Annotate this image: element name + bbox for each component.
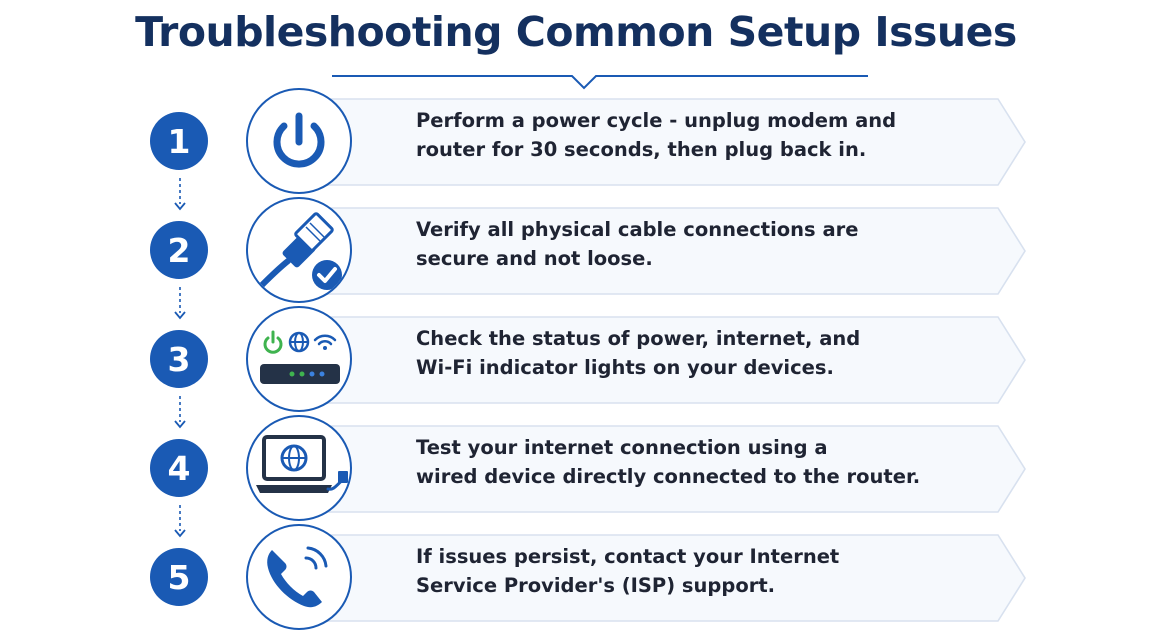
step-text-line: router for 30 seconds, then plug back in… xyxy=(416,138,867,161)
step-text-line: secure and not loose. xyxy=(416,247,653,270)
page-title: Troubleshooting Common Setup Issues xyxy=(135,8,1017,56)
laptop-wired-connection-icon xyxy=(256,435,348,493)
step-icon-circle xyxy=(246,306,352,412)
step-number: 3 xyxy=(150,330,208,388)
step-connector xyxy=(174,505,186,538)
step-connector xyxy=(174,178,186,211)
phone-support-icon xyxy=(267,546,328,608)
step-text-line: Perform a power cycle - unplug modem and xyxy=(416,109,897,132)
step-connector xyxy=(174,287,186,320)
step-icon-circle xyxy=(246,197,352,303)
router-status-lights-icon xyxy=(260,330,340,384)
step-text-line: Wi-Fi indicator lights on your devices. xyxy=(416,356,834,379)
step-4: 4 Test your internet connection using a … xyxy=(0,413,1152,523)
step-text-line: Check the status of power, internet, and xyxy=(416,327,861,350)
wifi-icon xyxy=(313,334,337,350)
ethernet-cable-check-icon xyxy=(259,212,342,290)
step-text: Perform a power cycle - unplug modem and… xyxy=(416,106,956,164)
step-text: Test your internet connection using a wi… xyxy=(416,433,956,491)
step-connector xyxy=(174,396,186,429)
step-text-line: If issues persist, contact your Internet xyxy=(416,545,840,568)
step-text-line: wired device directly connected to the r… xyxy=(416,465,921,488)
step-text: If issues persist, contact your Internet… xyxy=(416,542,956,600)
title-underline xyxy=(332,75,868,90)
step-2: 2 Verify all physical cable connections … xyxy=(0,195,1152,305)
globe-icon xyxy=(280,444,308,472)
step-number: 4 xyxy=(150,439,208,497)
step-icon-circle xyxy=(246,415,352,521)
step-icon-circle xyxy=(246,524,352,630)
step-3: 3 Check the status of power, xyxy=(0,304,1152,414)
step-number: 5 xyxy=(150,548,208,606)
power-icon xyxy=(273,112,325,168)
step-1: 1 Perform a power cycle - unplug modem a… xyxy=(0,86,1152,196)
step-number: 2 xyxy=(150,221,208,279)
power-led-icon xyxy=(263,330,283,354)
step-text-line: Service Provider's (ISP) support. xyxy=(416,574,776,597)
step-number: 1 xyxy=(150,112,208,170)
step-text: Verify all physical cable connections ar… xyxy=(416,215,956,273)
step-icon-circle xyxy=(246,88,352,194)
step-text: Check the status of power, internet, and… xyxy=(416,324,956,382)
globe-icon xyxy=(288,331,310,353)
step-text-line: Test your internet connection using a xyxy=(416,436,828,459)
step-text-line: Verify all physical cable connections ar… xyxy=(416,218,859,241)
step-5: 5 If issues persist, contact your Intern… xyxy=(0,522,1152,632)
